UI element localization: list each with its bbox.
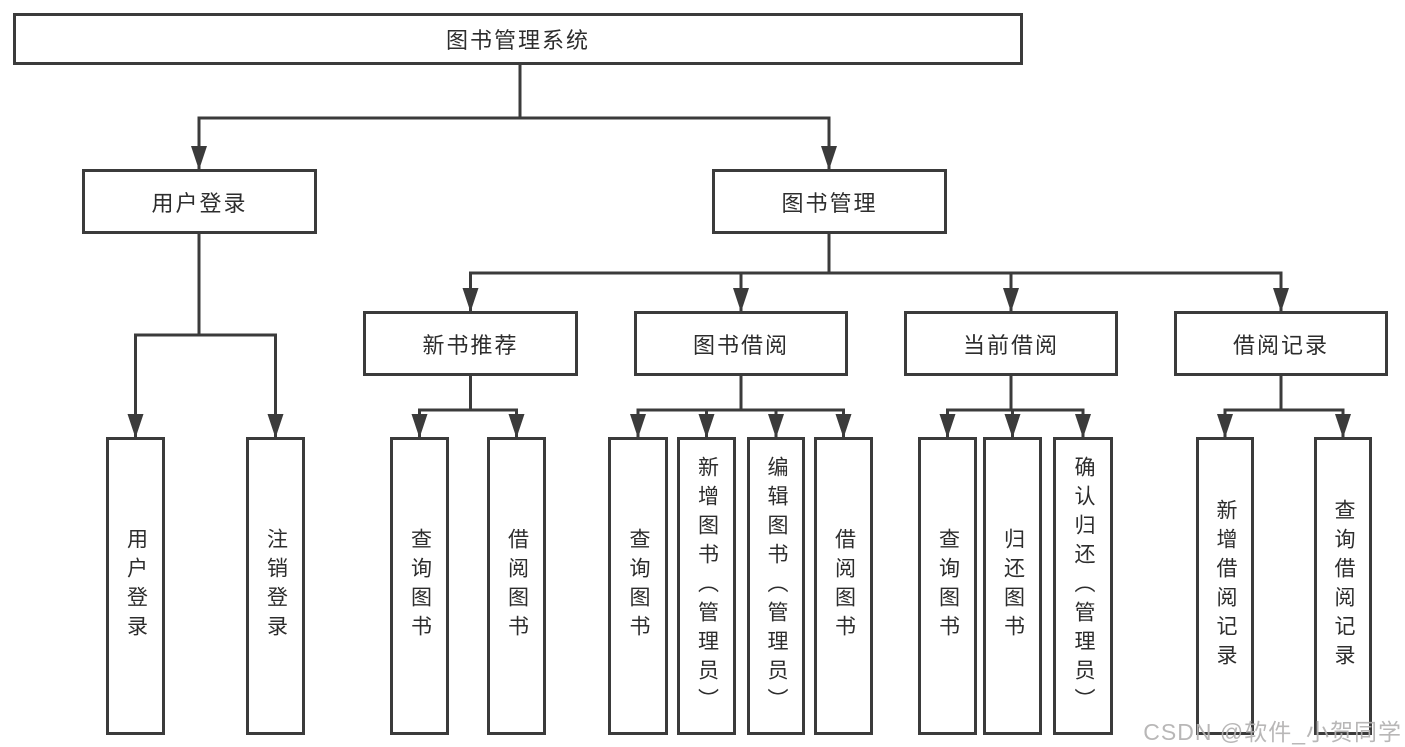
leaf-query-borrow-record: 查询借阅记录 (1314, 437, 1372, 735)
node-label: 新书推荐 (422, 332, 519, 358)
node-current-borrowing: 当前借阅 (904, 311, 1118, 376)
leaf-label: 编辑图书（管理员） (765, 455, 788, 717)
leaf-return-books: 归还图书 (983, 437, 1042, 735)
node-book-borrowing: 图书借阅 (634, 311, 848, 376)
leaf-add-books-admin: 新增图书（管理员） (677, 437, 736, 735)
leaf-borrow-books-2: 借阅图书 (814, 437, 873, 735)
node-user-login: 用户登录 (82, 169, 317, 234)
leaf-label: 借阅图书 (505, 528, 529, 644)
connector-bookmgmt-to-level3 (462, 234, 1289, 312)
csdn-watermark: CSDN @软件_小贺同学 (1143, 719, 1402, 745)
connector-currentborrow-to-leaves (939, 376, 1091, 438)
connector-newbook-to-leaves (411, 376, 525, 438)
node-label: 当前借阅 (962, 332, 1059, 358)
leaf-edit-books-admin: 编辑图书（管理员） (747, 437, 805, 735)
leaf-query-books-1: 查询图书 (390, 437, 449, 735)
node-label: 图书借阅 (692, 332, 789, 358)
leaf-confirm-return-admin: 确认归还（管理员） (1053, 437, 1113, 735)
connector-userlogin-to-leaves (127, 234, 284, 438)
node-label: 借阅记录 (1232, 332, 1329, 358)
leaf-label: 用户登录 (124, 528, 148, 644)
node-borrowing-records: 借阅记录 (1174, 311, 1388, 376)
node-new-book-recommendation: 新书推荐 (363, 311, 578, 376)
leaf-logout: 注销登录 (246, 437, 305, 735)
leaf-label: 归还图书 (1001, 528, 1025, 644)
leaf-user-login: 用户登录 (106, 437, 165, 735)
node-library-management-system: 图书管理系统 (13, 13, 1023, 65)
leaf-label: 查询图书 (936, 528, 960, 644)
leaf-label: 借阅图书 (832, 528, 856, 644)
node-label: 图书管理系统 (445, 28, 590, 53)
connector-bookborrow-to-leaves (630, 376, 852, 438)
node-label: 用户登录 (151, 190, 248, 216)
leaf-query-books-2: 查询图书 (608, 437, 668, 735)
leaf-borrow-books-1: 借阅图书 (487, 437, 546, 735)
connector-root-to-level2 (191, 65, 837, 170)
leaf-add-borrow-record: 新增借阅记录 (1196, 437, 1254, 735)
leaf-query-books-3: 查询图书 (918, 437, 977, 735)
connector-records-to-leaves (1217, 376, 1351, 438)
leaf-label: 查询图书 (627, 528, 650, 644)
leaf-label: 查询图书 (408, 528, 432, 644)
leaf-label: 新增图书（管理员） (695, 455, 719, 717)
node-book-management: 图书管理 (712, 169, 947, 234)
leaf-label: 新增借阅记录 (1214, 499, 1237, 673)
leaf-label: 注销登录 (264, 528, 288, 644)
leaf-label: 确认归还（管理员） (1072, 455, 1095, 717)
node-label: 图书管理 (781, 190, 878, 216)
leaf-label: 查询借阅记录 (1332, 499, 1355, 673)
